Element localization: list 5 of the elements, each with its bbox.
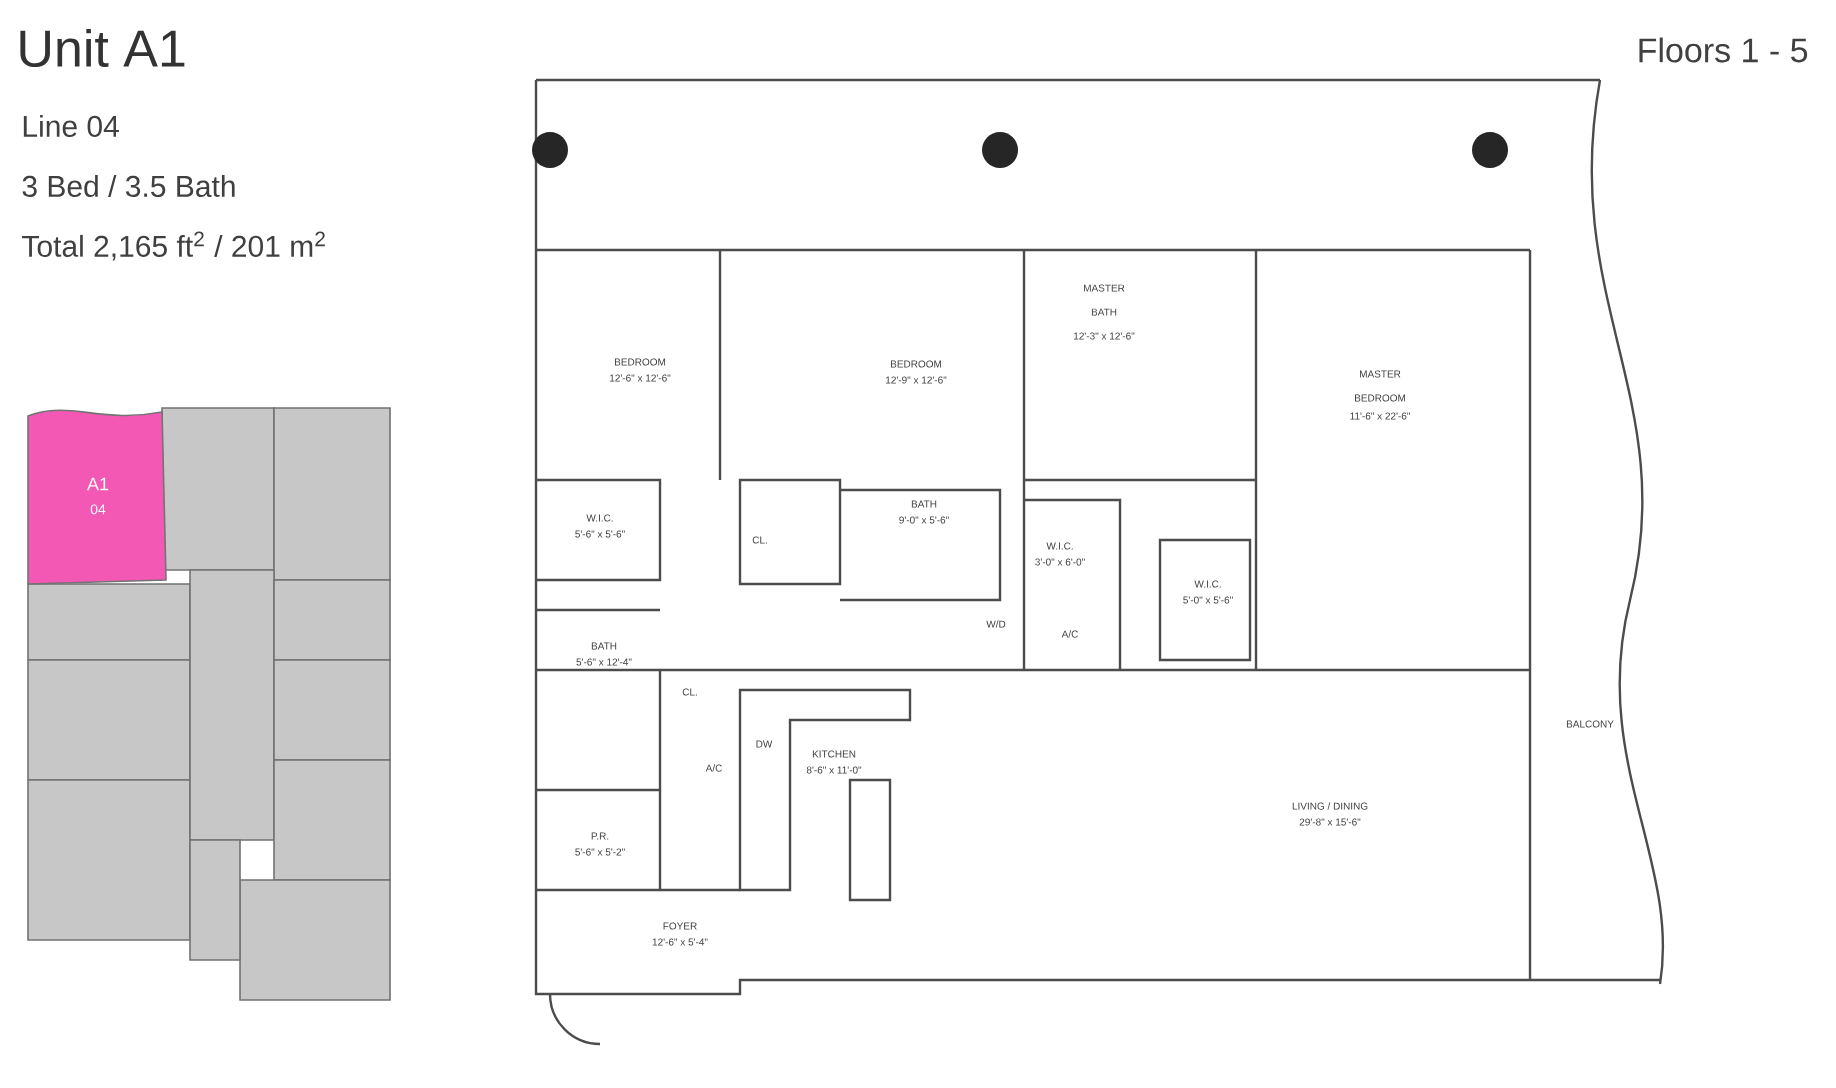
info-text: 3 Bed / 3.5 Bath xyxy=(22,175,235,197)
info-text: Floors 1 - 5 xyxy=(1639,37,1808,63)
title: Unit A1 xyxy=(20,28,185,68)
info-text: Total 2,165 ft$^{2}$ / 201 m$^{2}$ xyxy=(22,231,325,261)
info-text: Line 04 xyxy=(23,115,119,137)
